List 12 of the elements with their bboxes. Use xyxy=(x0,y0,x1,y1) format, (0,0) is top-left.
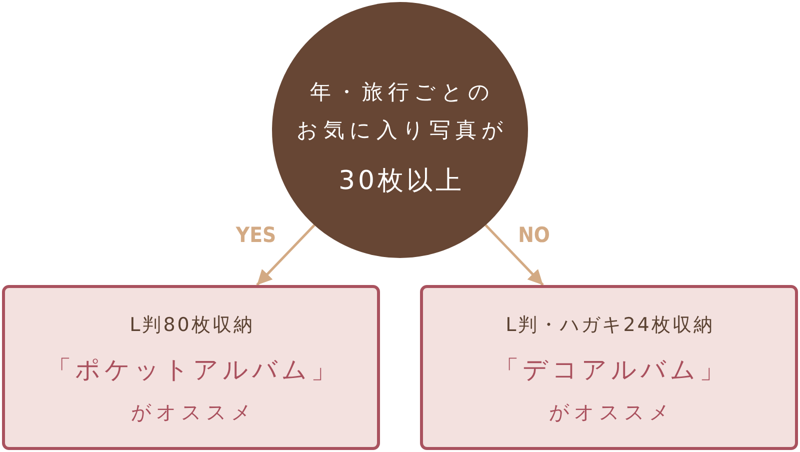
arrow xyxy=(256,224,316,286)
capacity-text: L判80枚収納 xyxy=(128,313,254,338)
question-text: 年・旅行ごとのお気に入り写真が xyxy=(296,79,508,144)
recommendation-text: がオススメ xyxy=(548,399,674,426)
album-name: 「デコアルバム」 xyxy=(492,354,728,386)
album-name: 「ポケットアルバム」 xyxy=(45,354,340,386)
result-box xyxy=(420,285,798,450)
result-box xyxy=(2,285,380,450)
arrow xyxy=(484,224,544,286)
count-text: 30枚以上 xyxy=(337,165,465,198)
recommendation-text: がオススメ xyxy=(130,399,256,426)
capacity-text: L判・ハガキ24枚収納 xyxy=(504,313,714,338)
